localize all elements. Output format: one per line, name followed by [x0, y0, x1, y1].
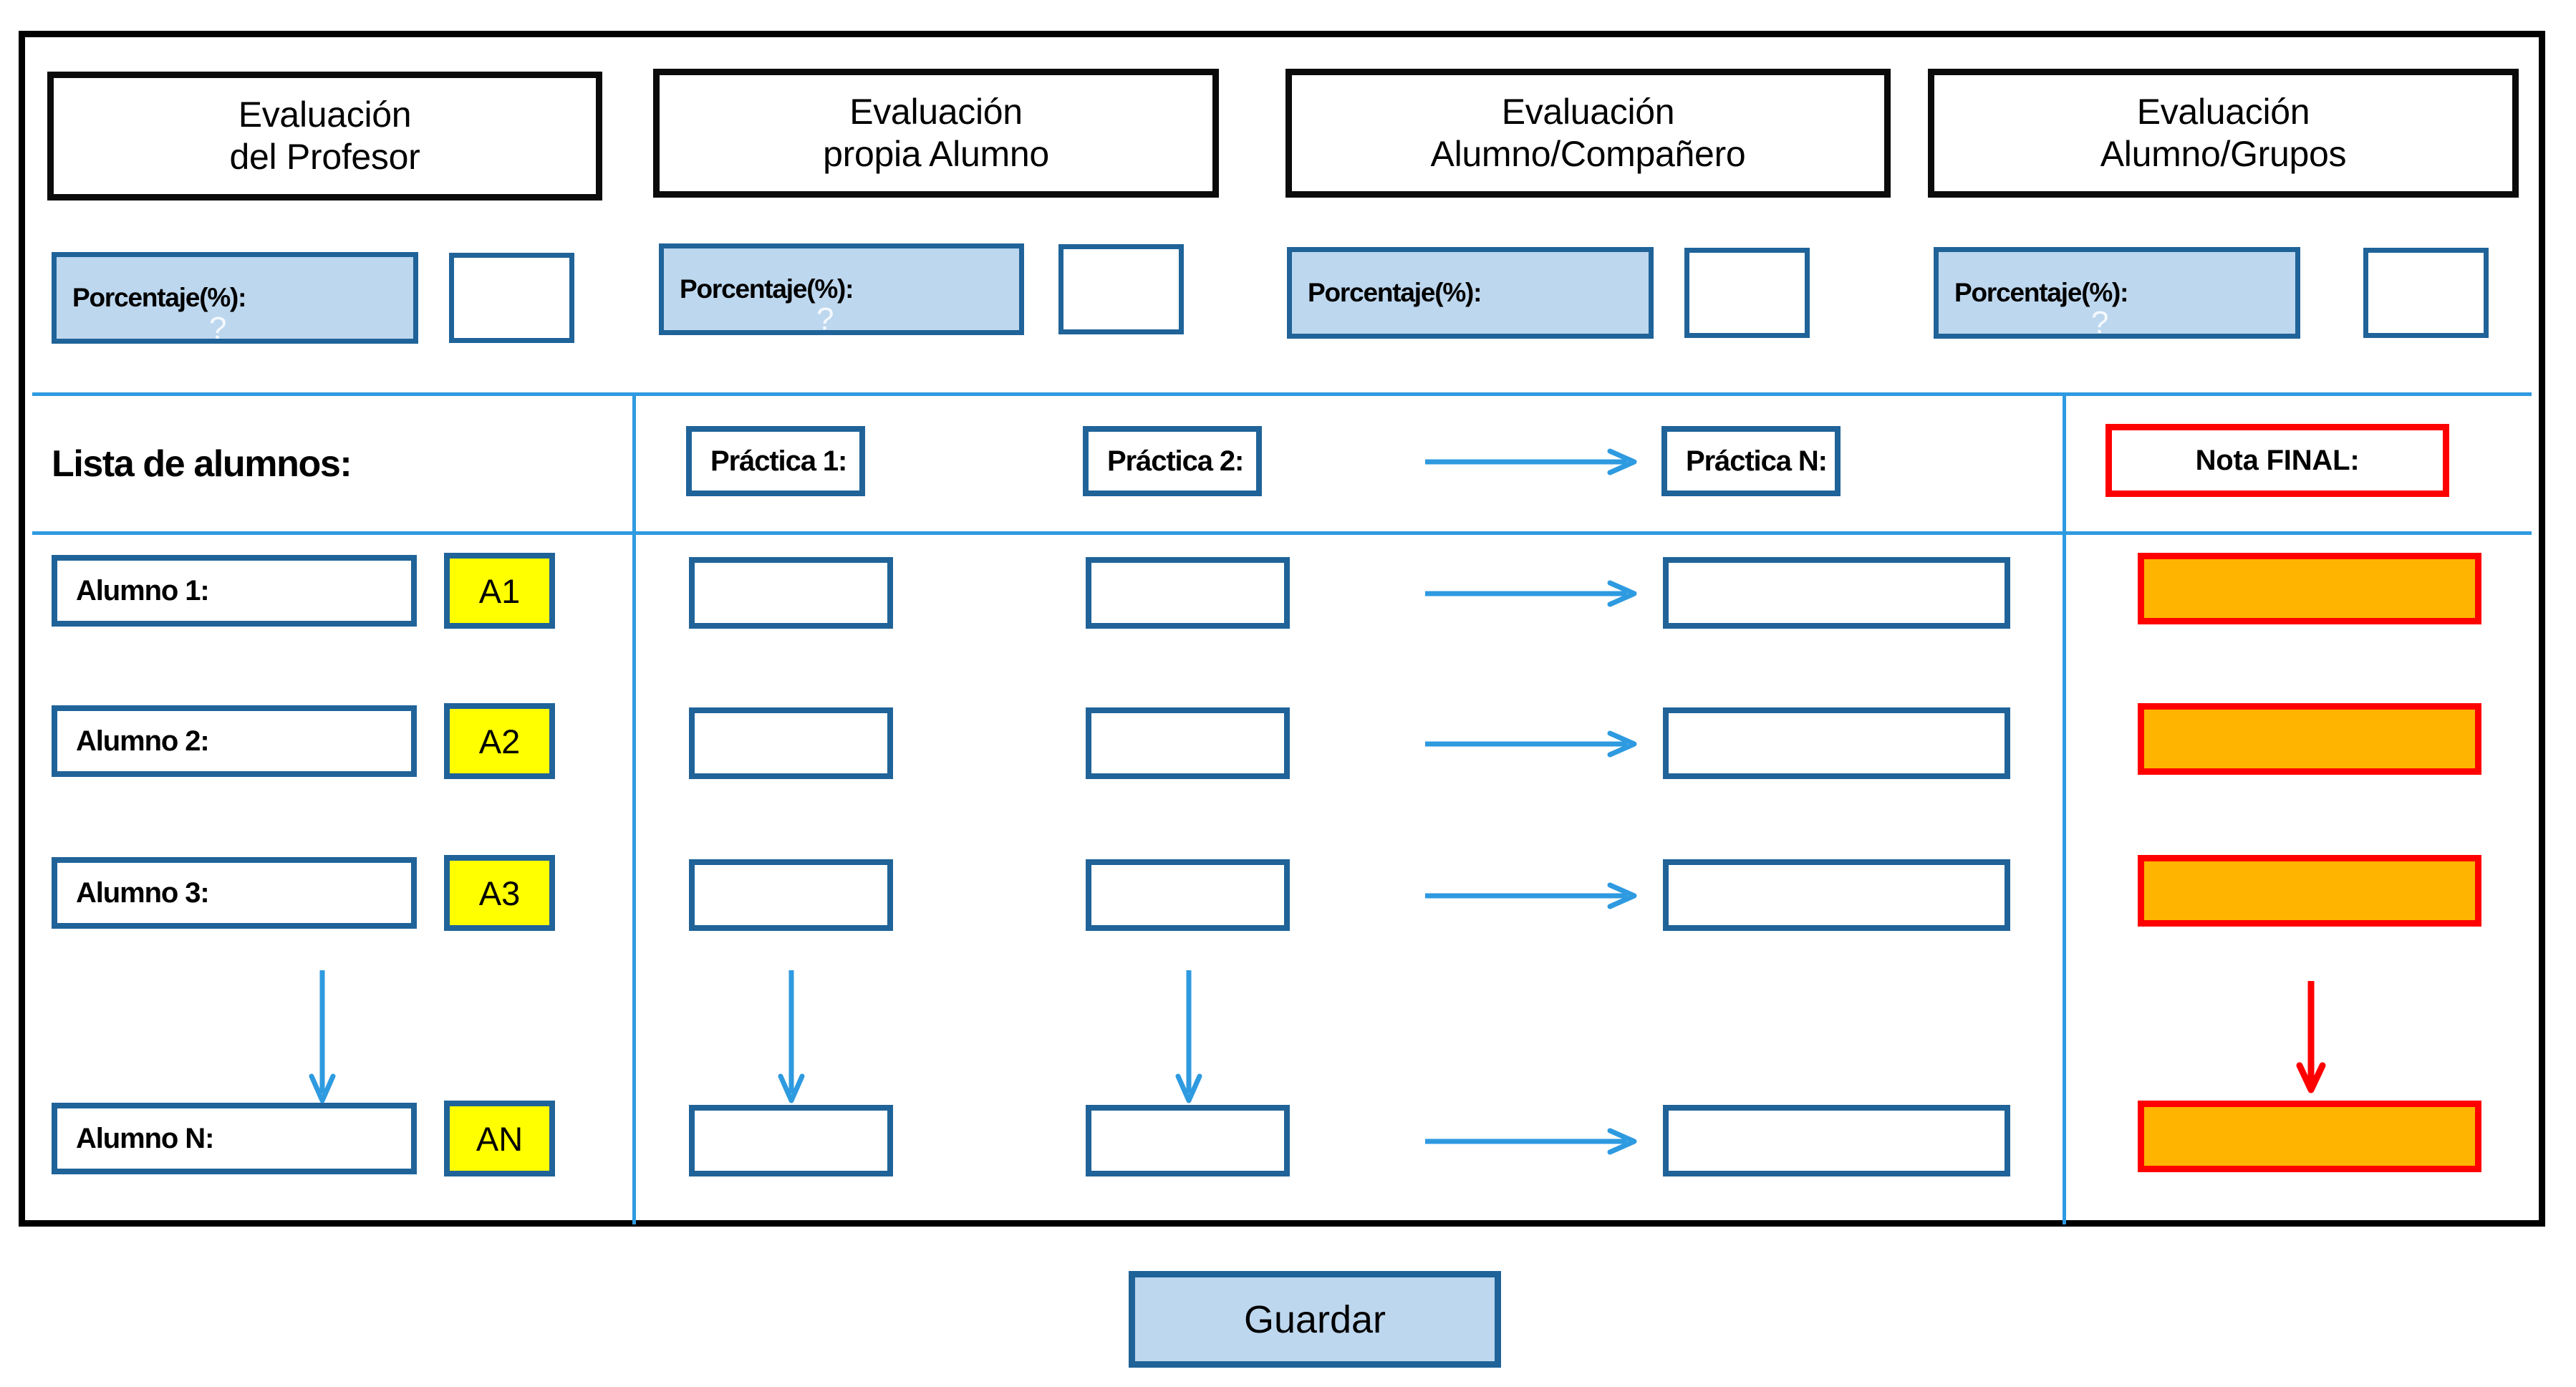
percentage-label-propia-alumno: Porcentaje(%): — [659, 243, 1024, 335]
practice-cell-n-2[interactable] — [1086, 1105, 1290, 1176]
evaluation-header-alumno-companero: Evaluación Alumno/Compañero — [1285, 69, 1891, 198]
divider-vertical-final — [2063, 392, 2066, 1224]
practice-cell-1-1[interactable] — [689, 557, 893, 629]
save-button[interactable]: Guardar — [1129, 1271, 1501, 1368]
percentage-label-text: Porcentaje(%): — [72, 283, 246, 312]
percentage-input-alumno-companero[interactable] — [1684, 248, 1810, 338]
percentage-label-alumno-grupos: Porcentaje(%): — [1934, 247, 2300, 339]
final-grade-cell-n[interactable] — [2138, 1101, 2481, 1172]
percentage-label-text: Porcentaje(%): — [680, 274, 854, 304]
evaluation-header-line1: Evaluación — [238, 95, 412, 135]
practice-cell-1-n[interactable] — [1663, 557, 2010, 629]
percentage-label-profesor: Porcentaje(%): — [52, 252, 418, 344]
practice-cell-1-2[interactable] — [1086, 557, 1290, 629]
student-tag-n: AN — [444, 1101, 555, 1176]
divider-horizontal-headers — [32, 531, 2532, 535]
final-grade-header: Nota FINAL: — [2105, 424, 2449, 497]
student-name-2[interactable]: Alumno 2: — [52, 705, 417, 777]
percentage-label-alumno-companero: Porcentaje(%): — [1287, 247, 1654, 339]
final-grade-header-text: Nota FINAL: — [2195, 444, 2360, 476]
percentage-input-propia-alumno[interactable] — [1058, 244, 1184, 334]
student-name-3[interactable]: Alumno 3: — [52, 857, 417, 929]
right-arrow-icon-row-2 — [1425, 730, 1640, 758]
evaluation-header-line2: del Profesor — [229, 137, 420, 177]
student-tag-text: A3 — [478, 874, 521, 912]
evaluation-header-line2: Alumno/Grupos — [2100, 134, 2347, 174]
percentage-input-profesor[interactable] — [449, 253, 574, 343]
student-name-label: Alumno 1: — [76, 574, 210, 606]
practice-header-label: Práctica N: — [1686, 445, 1828, 477]
evaluation-header-line1: Evaluación — [849, 92, 1023, 132]
evaluation-header-profesor: Evaluación del Profesor — [47, 72, 602, 200]
evaluation-header-line2: propia Alumno — [823, 134, 1049, 174]
student-tag-text: AN — [476, 1119, 524, 1158]
down-arrow-icon-final-grade — [2295, 981, 2327, 1096]
student-name-label: Alumno N: — [76, 1122, 214, 1154]
practice-cell-3-n[interactable] — [1663, 859, 2010, 931]
practice-cell-3-1[interactable] — [689, 859, 893, 931]
students-list-title-text: Lista de alumnos: — [52, 443, 352, 485]
right-arrow-icon-header — [1425, 448, 1640, 475]
practice-header-n: Práctica N: — [1661, 426, 1841, 496]
student-tag-1: A1 — [444, 553, 555, 629]
evaluation-header-alumno-grupos: Evaluación Alumno/Grupos — [1928, 69, 2519, 198]
student-tag-3: A3 — [444, 855, 555, 931]
right-arrow-icon-row-1 — [1425, 580, 1640, 607]
practice-header-label: Práctica 2: — [1107, 445, 1244, 477]
student-name-1[interactable]: Alumno 1: — [52, 555, 417, 627]
percentage-label-text: Porcentaje(%): — [1954, 278, 2128, 307]
practice-header-2: Práctica 2: — [1083, 426, 1262, 496]
students-list-title: Lista de alumnos: — [52, 430, 617, 498]
percentage-label-text: Porcentaje(%): — [1308, 278, 1482, 307]
percentage-input-alumno-grupos[interactable] — [2363, 248, 2489, 338]
evaluation-header-propia-alumno: Evaluación propia Alumno — [653, 69, 1219, 198]
divider-horizontal-top — [32, 392, 2532, 396]
student-tag-2: A2 — [444, 703, 555, 779]
divider-vertical-students — [632, 392, 636, 1224]
practice-cell-2-n[interactable] — [1663, 707, 2010, 779]
practice-cell-2-1[interactable] — [689, 707, 893, 779]
student-name-label: Alumno 2: — [76, 725, 210, 757]
practice-cell-2-2[interactable] — [1086, 707, 1290, 779]
right-arrow-icon-row-3 — [1425, 882, 1640, 909]
student-tag-text: A2 — [478, 722, 521, 760]
final-grade-cell-3[interactable] — [2138, 855, 2481, 927]
practice-header-1: Práctica 1: — [686, 426, 865, 496]
practice-cell-n-1[interactable] — [689, 1105, 893, 1176]
practice-header-label: Práctica 1: — [710, 445, 847, 477]
down-arrow-icon-practice-1 — [777, 970, 806, 1106]
evaluation-header-line1: Evaluación — [2136, 92, 2310, 132]
main-panel — [19, 31, 2545, 1227]
student-tag-text: A1 — [478, 571, 521, 610]
final-grade-cell-2[interactable] — [2138, 703, 2481, 775]
student-name-label: Alumno 3: — [76, 876, 210, 909]
down-arrow-icon-practice-2 — [1174, 970, 1203, 1106]
save-button-label: Guardar — [1243, 1297, 1386, 1341]
evaluation-header-line2: Alumno/Compañero — [1430, 134, 1746, 174]
final-grade-cell-1[interactable] — [2138, 553, 2481, 624]
practice-cell-3-2[interactable] — [1086, 859, 1290, 931]
evaluation-header-line1: Evaluación — [1501, 92, 1675, 132]
down-arrow-icon-students — [308, 970, 337, 1106]
practice-cell-n-n[interactable] — [1663, 1105, 2010, 1176]
student-name-n[interactable]: Alumno N: — [52, 1103, 417, 1174]
right-arrow-icon-row-n — [1425, 1128, 1640, 1155]
